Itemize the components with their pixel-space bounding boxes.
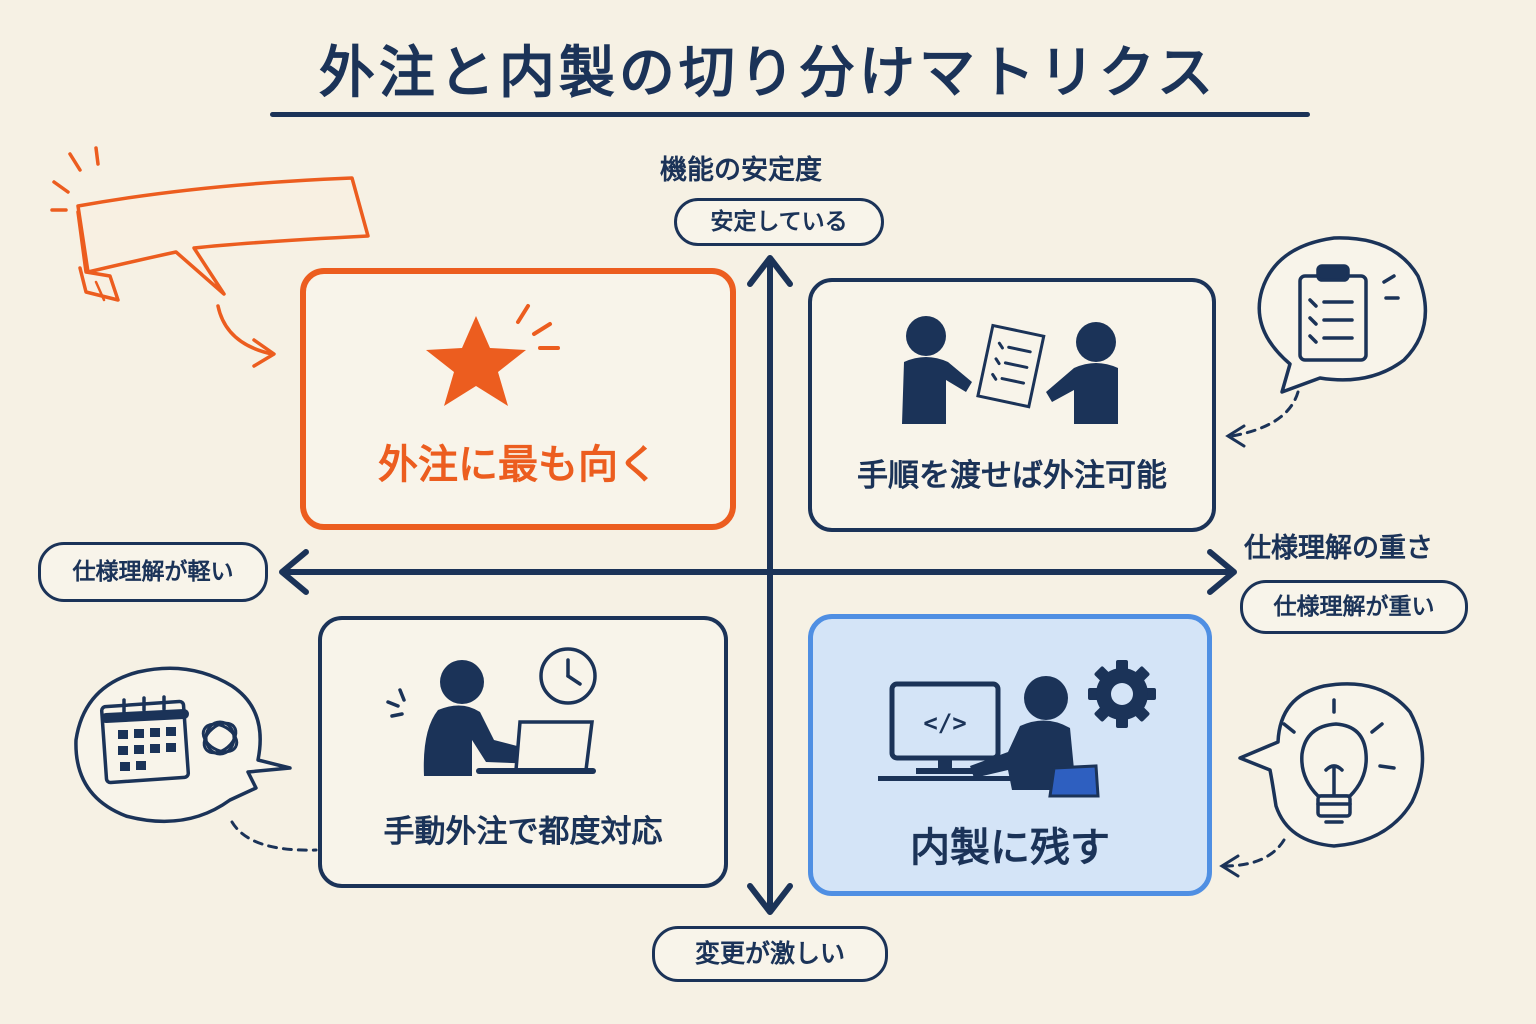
- tangled-thread-icon: [201, 720, 239, 756]
- title-underline: [270, 112, 1310, 117]
- lightbulb-bubble: [1238, 682, 1425, 848]
- calendar-dashed-connector: [230, 820, 318, 852]
- x-axis-title: 仕様理解の重さ: [1244, 533, 1433, 564]
- callout-sparks: [50, 146, 100, 212]
- quadrant-top-left: 外注に最も向く: [300, 268, 736, 530]
- clipboard-checklist-icon: [1298, 264, 1400, 362]
- callout-label: 自動化の第一候補: [91, 205, 310, 252]
- y-axis-top-pill: 安定している: [674, 198, 884, 246]
- quadrant-top-right-label: 手順を渡せば外注可能: [857, 458, 1167, 494]
- clipboard-dashed-connector: [1230, 390, 1300, 438]
- quadrant-bottom-right: 内製に残す: [808, 614, 1212, 896]
- callout-arrow: [216, 304, 276, 368]
- y-axis-title: 機能の安定度: [660, 155, 822, 186]
- quadrant-bottom-left: 手動外注で都度対応: [318, 616, 728, 888]
- vertical-axis: [747, 255, 793, 915]
- horizontal-axis: [279, 549, 1237, 595]
- lightbulb-dashed-connector: [1222, 838, 1286, 868]
- quadrant-top-left-label: 外注に最も向く: [378, 442, 658, 488]
- page-title: 外注と内製の切り分けマトリクス: [318, 41, 1218, 106]
- calendar-icon: [99, 695, 191, 785]
- clipboard-bubble: [1257, 236, 1428, 394]
- calendar-bubble: [74, 666, 292, 824]
- y-axis-bottom-pill: 変更が激しい: [652, 926, 888, 982]
- quadrant-bottom-left-label: 手動外注で都度対応: [383, 814, 663, 850]
- lightbulb-connector-arrowhead: [1219, 854, 1240, 878]
- quadrant-bottom-right-label: 内製に残す: [910, 825, 1110, 871]
- quadrant-top-right: 手順を渡せば外注可能: [808, 278, 1216, 532]
- x-axis-right-pill: 仕様理解が重い: [1240, 580, 1468, 634]
- clipboard-connector-arrowhead: [1225, 424, 1246, 448]
- lightbulb-icon: [1282, 698, 1396, 824]
- x-axis-left-pill: 仕様理解が軽い: [38, 542, 268, 602]
